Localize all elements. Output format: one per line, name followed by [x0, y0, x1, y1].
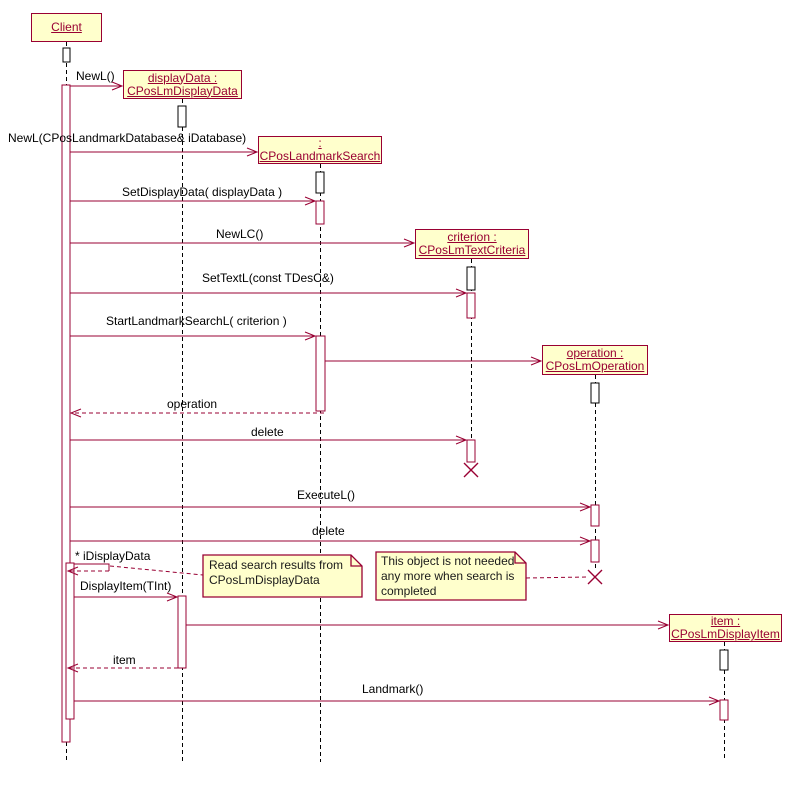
message-label-idisplaydata: * iDisplayData	[75, 549, 151, 563]
note-fold-icon	[350, 555, 362, 567]
object-box-operation: operation : CPosLmOperation	[542, 345, 648, 375]
destroy-markers-group	[463, 462, 603, 585]
message-line-idisplaydata-self	[74, 563, 110, 571]
message-label-item-return: item	[113, 653, 136, 667]
arrowhead-icon	[304, 196, 317, 206]
note-object-not-needed: This object is not needed any more when …	[381, 554, 521, 599]
activations-group	[61, 47, 729, 743]
arrowhead-icon	[657, 620, 670, 630]
message-label-displayitem: DisplayItem(TInt)	[80, 579, 172, 593]
activation-displaydata-init	[177, 105, 187, 128]
message-label-delete-criterion: delete	[251, 425, 284, 439]
activation-client-nested	[65, 562, 75, 720]
object-name: :	[318, 136, 322, 150]
arrowhead-icon	[579, 502, 592, 512]
object-box-item: item : CPosLmDisplayItem	[669, 614, 782, 642]
note-line: Read search results from	[209, 558, 344, 572]
object-box-criterion: criterion : CPosLmTextCriteria	[415, 229, 529, 259]
object-name: item :	[710, 614, 741, 628]
arrowhead-icon	[530, 356, 543, 366]
activation-client-init	[62, 47, 71, 63]
arrowhead-icon	[166, 592, 179, 602]
object-box-displaydata: displayData : CPosLmDisplayData	[123, 70, 242, 99]
arrowhead-icon	[304, 331, 317, 341]
object-name: displayData :	[147, 70, 218, 85]
message-label-executel: ExecuteL()	[297, 488, 356, 502]
message-label-startlandmarksearchl: StartLandmarkSearchL( criterion )	[106, 314, 287, 328]
arrowhead-icon	[455, 435, 468, 445]
message-label-delete-operation: delete	[312, 524, 345, 538]
message-label-newlc: NewLC()	[216, 227, 264, 241]
note-shape	[202, 554, 363, 598]
activation-operation-init	[590, 382, 600, 404]
message-label-operation-return: operation	[167, 397, 218, 411]
notes-group	[202, 551, 527, 601]
arrowhead-icon	[708, 696, 721, 706]
message-label-landmark: Landmark()	[362, 682, 424, 696]
arrowhead-icon	[69, 408, 82, 418]
activation-search-setdisplaydata	[315, 200, 325, 225]
lifelines-group	[66, 42, 725, 762]
arrowhead-icon	[403, 238, 416, 248]
object-box-client: Client	[31, 13, 102, 42]
activation-search-startsearch	[315, 335, 326, 412]
message-label-setdisplaydata: SetDisplayData( displayData )	[122, 185, 283, 199]
arrowhead-icon	[66, 663, 79, 673]
activation-operation-executel	[590, 504, 600, 527]
note-shape	[375, 551, 527, 601]
activation-criterion-settextl	[466, 292, 476, 319]
messages-group	[66, 81, 721, 706]
activation-client-main	[61, 84, 71, 743]
note-anchor-line	[109, 565, 204, 576]
arrowhead-icon	[111, 81, 124, 91]
arrowhead-icon	[455, 288, 468, 298]
object-class: CPosLmOperation	[545, 359, 645, 373]
activation-criterion-delete	[466, 439, 476, 463]
note-anchor-line	[525, 576, 588, 579]
object-name: criterion :	[447, 230, 497, 244]
arrowhead-icon	[66, 566, 79, 576]
arrowhead-icon	[246, 147, 259, 157]
note-anchors-group	[109, 565, 588, 579]
object-box-landmarksearch: : CPosLandmarkSearch	[258, 136, 382, 164]
activation-item-init	[719, 649, 729, 671]
activation-search-init	[315, 171, 325, 194]
object-name: operation :	[566, 346, 624, 360]
activation-item-landmark	[719, 699, 729, 721]
message-label-newl: NewL()	[76, 69, 115, 83]
object-class: CPosLmDisplayData	[127, 83, 238, 98]
activation-displaydata-displayitem	[177, 595, 187, 669]
note-line: This object is not needed	[381, 554, 515, 568]
object-class: CPosLmTextCriteria	[418, 243, 526, 257]
object-class: CPosLandmarkSearch	[259, 149, 381, 163]
note-fold-icon	[514, 552, 526, 564]
destroy-x-icon	[463, 462, 479, 478]
note-read-search-results: Read search results from CPosLmDisplayDa…	[209, 558, 357, 588]
message-label-settextl: SetTextL(const TDesC&)	[202, 271, 334, 285]
arrowhead-icon	[579, 536, 592, 546]
object-name: Client	[51, 20, 82, 34]
message-label-newl-database: NewL(CPosLandmarkDatabase& iDatabase)	[8, 131, 247, 145]
note-line: any more when search is	[381, 569, 515, 583]
destroy-x-icon	[587, 569, 603, 585]
activation-criterion-init	[466, 266, 476, 291]
object-class: CPosLmDisplayItem	[671, 627, 780, 641]
note-line: CPosLmDisplayData	[209, 573, 320, 587]
note-line: completed	[381, 584, 437, 598]
activation-operation-delete	[590, 539, 600, 563]
